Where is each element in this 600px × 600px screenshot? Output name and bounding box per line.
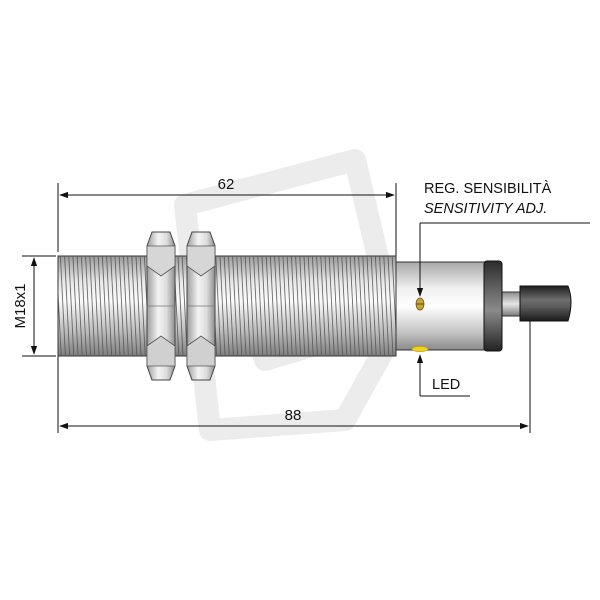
sensitivity-label-en: SENSITIVITY ADJ. [424, 201, 547, 217]
hex-nut-right [186, 231, 216, 381]
callout-sensitivity: REG. SENSIBILITÀ SENSITIVITY ADJ. [416, 180, 590, 297]
cable [497, 285, 572, 322]
dimension-88: 88 [57, 310, 531, 433]
dimension-thread-label: M18x1 [12, 283, 29, 328]
sensitivity-screw [415, 297, 425, 311]
hex-nut-left [146, 231, 176, 381]
dimension-62-label: 62 [218, 176, 235, 193]
dimension-88-label: 88 [285, 407, 302, 424]
sensor-body [395, 260, 503, 352]
led-label: LED [432, 377, 460, 393]
dimension-62: 62 [57, 176, 397, 260]
led-indicator [411, 346, 429, 352]
dimension-thread: M18x1 [12, 255, 56, 357]
callout-led: LED [416, 354, 470, 397]
sensitivity-label-it: REG. SENSIBILITÀ [424, 180, 552, 197]
threaded-barrel [57, 255, 397, 357]
